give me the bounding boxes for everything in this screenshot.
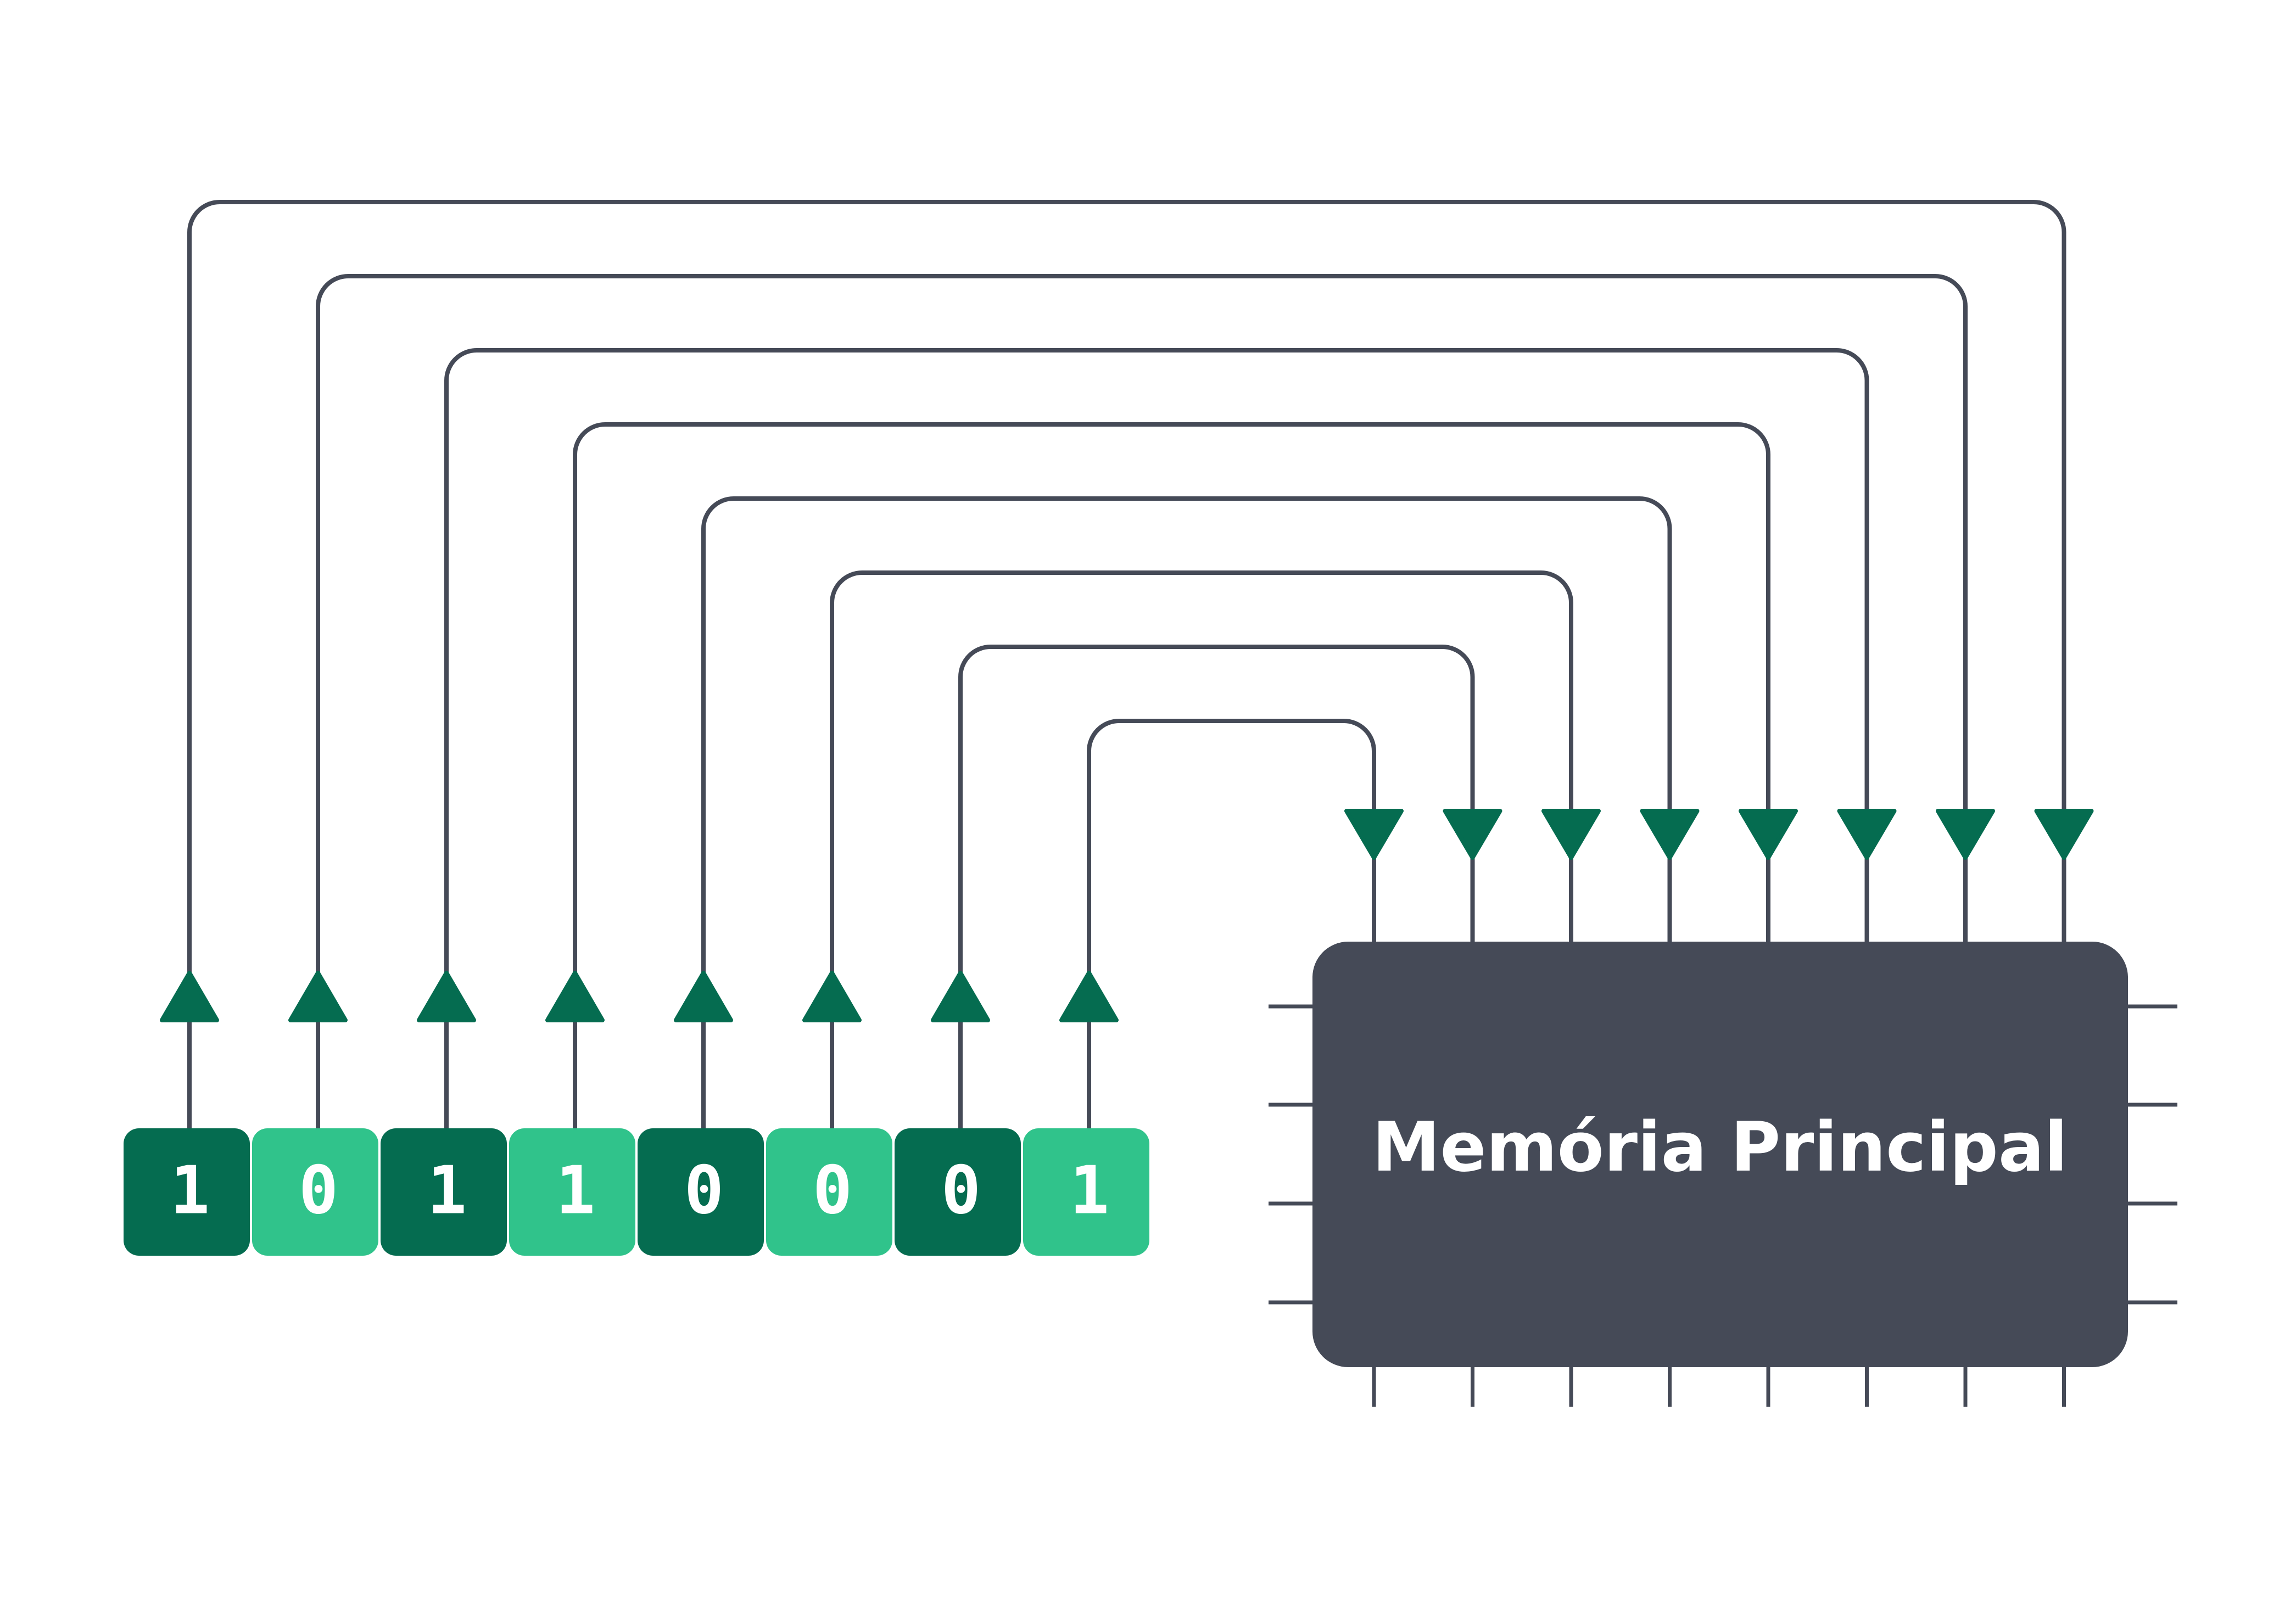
bit-value: 1 (170, 1153, 210, 1229)
triangle-down-icon (1936, 809, 1995, 860)
wire-bit-3 (573, 422, 1770, 1128)
wire-bit-2 (444, 348, 1869, 1128)
triangle-up-icon (931, 971, 990, 1022)
triangle-up-icon (1059, 971, 1119, 1022)
memory-chip (1312, 942, 2128, 1367)
triangle-down-icon (2034, 809, 2094, 860)
memory-label: Memória Principal (1372, 1108, 2068, 1187)
bit-box (766, 1128, 892, 1256)
wire-bit-4 (701, 496, 1672, 1128)
triangle-down-icon (1541, 809, 1601, 860)
bit-box (381, 1128, 507, 1256)
bit-cell: 0 (766, 1128, 892, 1256)
bit-value: 1 (556, 1153, 595, 1229)
bit-value: 0 (813, 1153, 852, 1229)
bit-box (252, 1128, 378, 1256)
bit-box (895, 1128, 1021, 1256)
triangle-up-icon (545, 971, 605, 1022)
main-memory-block: Memória Principal (1312, 942, 2128, 1367)
bit-cell: 1 (509, 1128, 635, 1256)
triangle-down-icon (1739, 809, 1798, 860)
bit-value: 0 (941, 1153, 981, 1229)
wire-bit-6 (958, 645, 1475, 1128)
bit-value: 0 (684, 1153, 724, 1229)
wire-bit-0 (187, 200, 2066, 1128)
arrow-heads (160, 809, 2094, 1022)
connection-wires (187, 200, 2066, 1128)
bit-value: 1 (1070, 1153, 1109, 1229)
bit-register: 1 0 1 1 0 0 0 1 (124, 1128, 1149, 1256)
wire-bit-1 (316, 274, 1968, 1128)
triangle-down-icon (1837, 809, 1897, 860)
bit-value: 0 (299, 1153, 338, 1229)
triangle-up-icon (674, 971, 733, 1022)
bit-value: 1 (427, 1153, 467, 1229)
bit-box (1023, 1128, 1149, 1256)
wire-bit-5 (830, 570, 1573, 1128)
memory-pins (1269, 1004, 2177, 1407)
bit-cell: 1 (124, 1128, 250, 1256)
bit-cell: 0 (252, 1128, 378, 1256)
bit-box (638, 1128, 764, 1256)
bit-box (509, 1128, 635, 1256)
triangle-up-icon (417, 971, 476, 1022)
bit-cell: 1 (381, 1128, 507, 1256)
triangle-down-icon (1344, 809, 1404, 860)
wire-bit-7 (1087, 719, 1376, 1128)
bit-cell: 0 (895, 1128, 1021, 1256)
triangle-down-icon (1640, 809, 1700, 860)
triangle-up-icon (288, 971, 348, 1022)
triangle-up-icon (160, 971, 219, 1022)
bit-cell: 0 (638, 1128, 764, 1256)
bit-box (124, 1128, 250, 1256)
bit-cell: 1 (1023, 1128, 1149, 1256)
triangle-down-icon (1443, 809, 1502, 860)
triangle-up-icon (802, 971, 862, 1022)
